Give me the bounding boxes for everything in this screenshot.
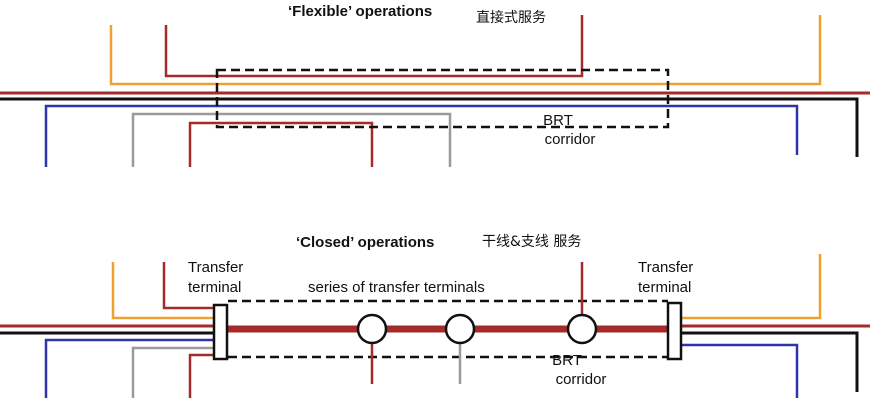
left-blue-feeder [44,338,214,398]
series-of-transfer-terminals-label: series of transfer terminals [308,279,485,296]
brt-corridor-box [215,68,670,129]
flexible-title-cn: 直接式服务 [476,9,546,26]
flexible-operations-panel [0,15,870,167]
blue-route [44,104,799,167]
left-transfer-terminal [212,303,229,361]
right-blue-feeder [682,343,799,398]
red-route-lower [188,121,374,167]
gray-route [131,112,452,167]
left-red-feeder-upper [162,262,214,310]
left-terminal-label-1: Transfer [188,259,243,276]
left-gray-feeder [131,346,214,398]
top-corridor-label-1: BRT [543,112,573,129]
flexible-title: ‘Flexible’ operations [288,3,432,20]
right-transfer-terminal [666,301,683,361]
red-route-upper [164,15,584,78]
closed-title-cn: 干线&支线 服务 [482,234,581,250]
left-terminal-label-2: terminal [188,279,241,296]
bottom-corridor-label-1: BRT [552,352,582,369]
top-corridor-label-2: corridor [545,131,596,148]
right-terminal-label-2: terminal [638,279,691,296]
closed-operations-panel [0,254,870,398]
right-orange-feeder [682,254,822,320]
black-route [0,97,859,157]
right-terminal-label-1: Transfer [638,259,693,276]
left-orange-feeder [111,262,214,320]
left-red-feeder-lower [188,353,214,398]
orange-route [109,15,822,86]
bottom-corridor-label-2: corridor [556,371,607,388]
transfer-terminal-1 [356,313,388,345]
transfer-terminal-3 [566,313,598,345]
right-black-feeder [682,331,859,392]
closed-title: ‘Closed’ operations [296,234,434,251]
transfer-terminal-2 [444,313,476,345]
